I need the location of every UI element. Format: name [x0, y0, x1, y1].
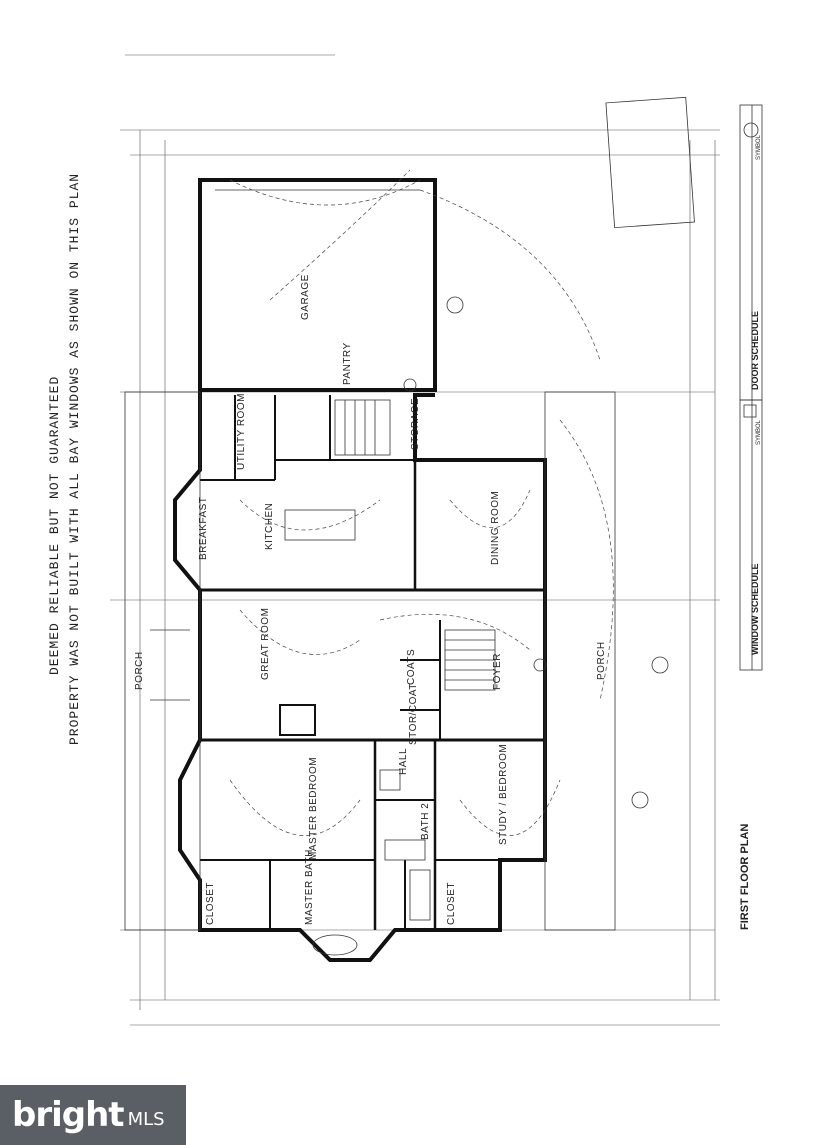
porch-outline	[124, 391, 616, 931]
room-label-dining: DINING ROOM	[490, 491, 501, 565]
room-label-bath-2: BATH 2	[420, 803, 431, 840]
room-label-stor-coat: STOR/COAT	[408, 683, 419, 745]
fixtures	[279, 509, 431, 956]
section-markers	[403, 296, 669, 809]
room-label-master-bedroom: MASTER BEDROOM	[308, 757, 319, 860]
bright-mls-watermark: bright MLS	[0, 1085, 186, 1145]
room-label-storage: STORAGE	[410, 398, 421, 450]
garage-walls	[198, 178, 437, 392]
electrical-runs	[229, 169, 614, 836]
room-label-foyer: FOYER	[492, 653, 503, 690]
room-label-porch-right: PORCH	[596, 641, 607, 680]
bright-mls-logo-suffix: MLS	[127, 1108, 165, 1130]
room-label-coats: COATS	[406, 649, 417, 685]
room-label-study: STUDY / BEDROOM	[498, 744, 509, 845]
room-label-closet-left: CLOSET	[205, 882, 216, 925]
house-walls	[173, 390, 547, 962]
first-floor-plan-title: FIRST FLOOR PLAN	[739, 824, 751, 930]
window-schedule-symbol-header: SYMBOL	[756, 419, 762, 445]
room-label-pantry: PANTRY	[342, 342, 353, 385]
stairs	[334, 399, 496, 691]
bay-window-note: PROPERTY WAS NOT BUILT WITH ALL BAY WIND…	[67, 173, 82, 745]
window-schedule-title: WINDOW SCHEDULE	[750, 564, 760, 656]
room-label-utility: UTILITY ROOM	[236, 393, 247, 470]
room-label-garage: GARAGE	[300, 274, 311, 320]
room-label-kitchen: KITCHEN	[264, 503, 275, 550]
schedule-tables	[739, 104, 763, 671]
copyright-stamp	[605, 96, 695, 229]
room-label-breakfast: BREAKFAST	[198, 497, 209, 560]
room-label-master-bath: MASTER BATH	[304, 849, 315, 925]
room-label-great-room: GREAT ROOM	[260, 608, 271, 680]
disclaimer-note: DEEMED RELIABLE BUT NOT GUARANTEED	[47, 376, 62, 675]
door-schedule-symbol-header: SYMBOL	[756, 134, 762, 160]
bright-mls-logo-word: bright	[12, 1095, 125, 1135]
room-label-closet-right: CLOSET	[446, 882, 457, 925]
room-label-hall: HALL	[398, 748, 409, 775]
door-schedule-title: DOOR SCHEDULE	[750, 311, 760, 390]
room-label-porch-left: PORCH	[134, 651, 145, 690]
